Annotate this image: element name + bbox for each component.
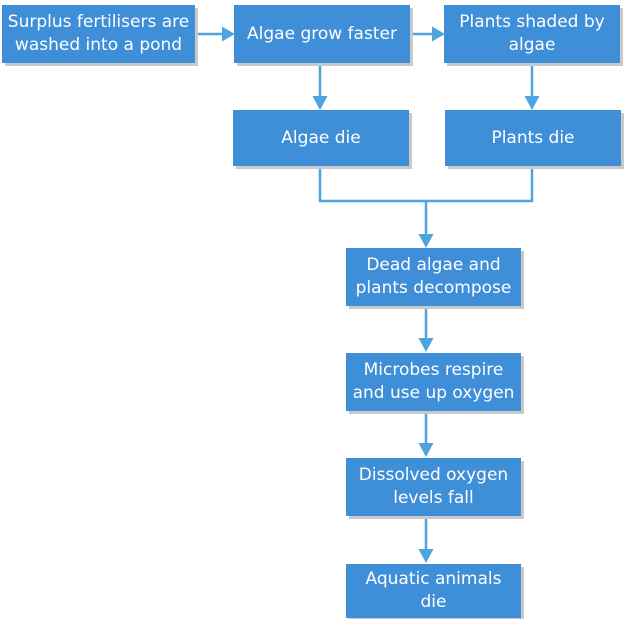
node-microbes-label: Microbes respire and use up oxygen <box>352 360 515 403</box>
arrowhead-plants-shaded <box>432 26 445 42</box>
arrowhead-algae-grow <box>222 26 235 42</box>
node-decompose: Dead algae and plants decompose <box>346 248 521 306</box>
node-algae-grow: Algae grow faster <box>234 5 410 63</box>
arrowhead-oxygen-fall <box>418 443 434 457</box>
node-plants-shaded-label: Plants shaded by algae <box>459 12 605 55</box>
node-decompose-label: Dead algae and plants decompose <box>355 255 512 298</box>
node-plants-shaded: Plants shaded by algae <box>444 5 620 63</box>
node-algae-die-label: Algae die <box>281 127 361 148</box>
node-microbes: Microbes respire and use up oxygen <box>346 353 521 411</box>
arrowhead-decompose <box>418 234 434 248</box>
node-oxygen-fall: Dissolved oxygen levels fall <box>346 458 521 516</box>
arrowhead-microbes <box>418 338 434 352</box>
node-oxygen-fall-label: Dissolved oxygen levels fall <box>358 465 509 508</box>
node-algae-grow-label: Algae grow faster <box>247 23 397 44</box>
node-animals-die-label: Aquatic animals die <box>365 569 502 612</box>
node-algae-die: Algae die <box>233 110 409 166</box>
node-plants-die: Plants die <box>445 110 621 166</box>
node-fertilisers-label: Surplus fertilisers are washed into a po… <box>7 12 190 55</box>
connector-algae-die-plants-die-merge <box>318 167 534 203</box>
arrowhead-plants-die <box>524 96 540 110</box>
node-fertilisers: Surplus fertilisers are washed into a po… <box>2 5 195 63</box>
node-animals-die: Aquatic animals die <box>346 564 521 618</box>
arrowhead-animals-die <box>418 549 434 563</box>
arrowhead-algae-die <box>312 96 328 110</box>
node-plants-die-label: Plants die <box>491 127 575 148</box>
